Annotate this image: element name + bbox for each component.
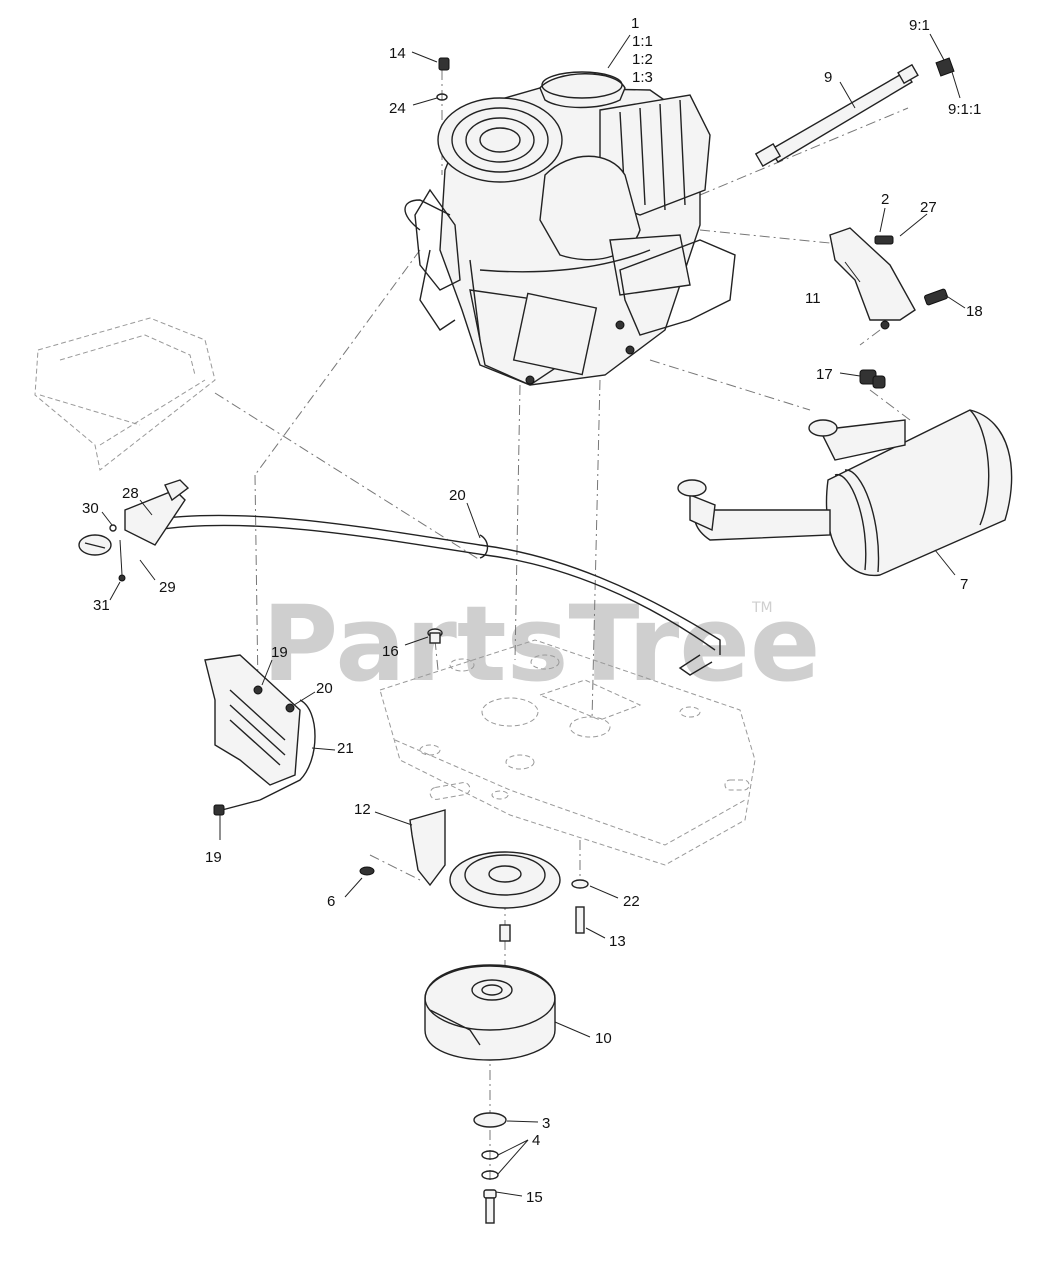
nut-6-icon [359, 866, 375, 876]
bolt-14-icon [438, 57, 450, 71]
callout-21: 21 [337, 740, 354, 757]
callout-9: 9 [824, 69, 832, 86]
callout-4: 4 [532, 1132, 540, 1149]
muffler-bracket [829, 227, 948, 389]
callout-17: 17 [816, 366, 833, 383]
pulley [449, 851, 561, 942]
callout-20-top: 20 [449, 487, 466, 504]
callout-6: 6 [327, 893, 335, 910]
callout-13: 13 [609, 933, 626, 950]
callout-22: 22 [623, 893, 640, 910]
callout-1-2: 1:2 [632, 51, 653, 68]
callout-3: 3 [542, 1115, 550, 1132]
hardware [359, 57, 589, 934]
callout-7: 7 [960, 576, 968, 593]
callout-2: 2 [881, 191, 889, 208]
callout-9-1: 9:1 [909, 17, 930, 34]
muffler [677, 409, 1013, 577]
callout-labels: 1 1:1 1:2 1:3 9:1 9:1:1 9 2 27 11 18 17 … [82, 15, 983, 1206]
washer-24-icon [436, 93, 448, 101]
callout-19-bottom: 19 [205, 849, 222, 866]
bolt-13-icon [575, 906, 585, 934]
callout-10: 10 [595, 1030, 612, 1047]
callout-1: 1 [631, 15, 639, 32]
callout-15: 15 [526, 1189, 543, 1206]
callout-31: 31 [93, 597, 110, 614]
callout-1-1: 1:1 [632, 33, 653, 50]
washer-3-icon [473, 1112, 507, 1128]
callout-24: 24 [389, 100, 406, 117]
engine-assembly [404, 71, 736, 386]
fuel-line [754, 57, 955, 168]
ghost-frame-bracket [34, 317, 216, 471]
callout-30: 30 [82, 500, 99, 517]
throttle-control [78, 479, 721, 676]
callout-14: 14 [389, 45, 406, 62]
fuel-fitting-icon [935, 57, 955, 77]
bolt-15-icon [483, 1189, 497, 1199]
callout-9-1-1: 9:1:1 [948, 101, 981, 118]
bolt-18-icon [924, 288, 948, 306]
callout-29: 29 [159, 579, 176, 596]
bolt-27-icon [874, 235, 894, 245]
callout-1-3: 1:3 [632, 69, 653, 86]
bracket-12-icon [409, 809, 446, 887]
callout-16: 16 [382, 643, 399, 660]
ghost-deck-plate [379, 639, 756, 866]
callout-11: 11 [805, 290, 821, 307]
callout-27: 27 [920, 199, 937, 216]
clutch-hardware [473, 1112, 507, 1224]
callout-19-top: 19 [271, 644, 288, 661]
electric-clutch [424, 964, 556, 1061]
leader-lines [101, 33, 966, 1197]
washer-4b-icon [481, 1170, 499, 1180]
cable-guard [204, 654, 316, 816]
watermark-trademark: TM [751, 600, 773, 616]
washer-22-icon [571, 879, 589, 889]
callout-18: 18 [966, 303, 983, 320]
callout-20-side: 20 [316, 680, 333, 697]
callout-12: 12 [354, 801, 371, 818]
alignment-lines [214, 70, 911, 1180]
air-cleaner-cover [539, 73, 626, 109]
callout-28: 28 [122, 485, 139, 502]
watermark: PartsTree [262, 583, 820, 705]
